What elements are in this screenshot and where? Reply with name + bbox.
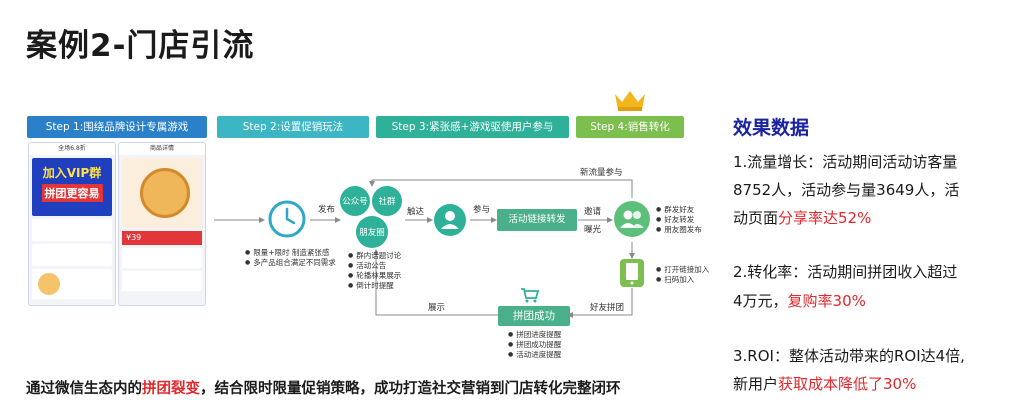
game-screenshot-2: 商品详情 ¥39 (118, 142, 206, 306)
effect-item-1-line-1: 1.流量增长：活动期间活动访客量 (733, 153, 958, 171)
channel-note: 群内话题讨论 (348, 251, 401, 261)
node-activity-link: 活动链接转发 (497, 209, 577, 231)
vip-banner-text: 加入VIP群 (42, 166, 102, 180)
channel-note: 倒计时提醒 (348, 281, 401, 291)
node-shequn: 社群 (372, 186, 402, 216)
pizza-thumb (38, 273, 60, 295)
cost-highlight: 获取成本降低了30% (778, 375, 917, 393)
screenshot-header: 全场6.8折 (29, 143, 115, 155)
flow-connectors (214, 179, 635, 318)
crown-icon (615, 91, 645, 111)
cart-icon (521, 288, 540, 303)
phone-notes: 打开链接加入 扫码加入 (656, 265, 709, 285)
step-4: Step 4:销售转化 (576, 116, 684, 138)
effect-item-2-line-1: 2.转化率：活动期间拼团收入超过 (733, 263, 958, 281)
effect-item-1-line-2: 8752人，活动参与量3649人，活 (733, 181, 960, 199)
effect-item-1-line-3: 动页面分享率达52% (733, 209, 872, 227)
label-fabu: 发布 (318, 205, 336, 215)
friends-icon (614, 201, 650, 237)
node-gongzhonghao: 公众号 (340, 186, 370, 216)
pizza-image (140, 168, 190, 218)
label-baoguang: 曝光 (584, 225, 602, 235)
phone-icon (620, 259, 644, 287)
channel-notes: 群内话题讨论 活动公告 轮播林果展示 倒计时提醒 (348, 251, 401, 291)
node-pintuan-success: 拼团成功 (498, 306, 570, 326)
step-2: Step 2:设置促销玩法 (217, 116, 369, 138)
summary-highlight: 拼团裂变 (142, 381, 200, 397)
label-new-traffic: 新流量参与 (580, 168, 623, 178)
label-yaoqing: 邀请 (584, 207, 602, 217)
page-title: 案例2-门店引流 (26, 28, 255, 64)
step-1: Step 1:围绕品牌设计专属游戏 (27, 116, 207, 138)
label-haoyou-pintuan: 好友拼团 (590, 303, 625, 313)
channel-note: 活动公告 (348, 261, 401, 271)
pintuan-note: 活动进度提醒 (508, 350, 561, 360)
channel-note: 轮播林果展示 (348, 271, 401, 281)
screenshot-header-2: 商品详情 (119, 143, 205, 155)
pintuan-banner-text: 拼团更容易 (41, 184, 103, 202)
repurchase-highlight: 复购率30% (787, 292, 866, 310)
clock-notes: 限量+限时 制造紧张感 多产品组合满足不同需求 (245, 248, 336, 268)
effect-item-2-line-2: 4万元，复购率30% (733, 292, 866, 310)
clock-note: 多产品组合满足不同需求 (245, 258, 336, 268)
share-note: 朋友圈发布 (656, 225, 702, 235)
pintuan-note: 拼团进度提醒 (508, 330, 561, 340)
clock-note: 限量+限时 制造紧张感 (245, 248, 336, 258)
phone-note: 打开链接加入 (656, 265, 709, 275)
label-canyu: 参与 (473, 205, 491, 215)
label-chuda: 触达 (407, 207, 425, 217)
share-note: 群发好友 (656, 205, 702, 215)
effect-title: 效果数据 (733, 117, 810, 139)
user-icon (434, 204, 466, 236)
phone-note: 扫码加入 (656, 275, 709, 285)
price-bar: ¥39 (122, 231, 202, 245)
summary-text: 通过微信生态内的拼团裂变，结合限时限量促销策略，成功打造社交营销到门店转化完整闭… (26, 381, 621, 397)
pintuan-notes: 拼团进度提醒 拼团成功提醒 活动进度提醒 (508, 330, 561, 360)
effect-item-3-line-2: 新用户获取成本降低了30% (733, 375, 917, 393)
share-notes: 群发好友 好友转发 朋友圈发布 (656, 205, 702, 235)
label-zhanshi: 展示 (428, 303, 446, 313)
share-note: 好友转发 (656, 215, 702, 225)
clock-icon (268, 200, 306, 238)
game-screenshot-1: 全场6.8折 加入VIP群 拼团更容易 (28, 142, 116, 306)
effect-item-3-line-1: 3.ROI：整体活动带来的ROI达4倍, (733, 347, 965, 365)
node-pengyouquan: 朋友圈 (356, 216, 388, 248)
share-rate-highlight: 分享率达52% (778, 209, 872, 227)
step-3: Step 3:紧张感+游戏驱使用户参与 (376, 116, 569, 138)
pintuan-note: 拼团成功提醒 (508, 340, 561, 350)
